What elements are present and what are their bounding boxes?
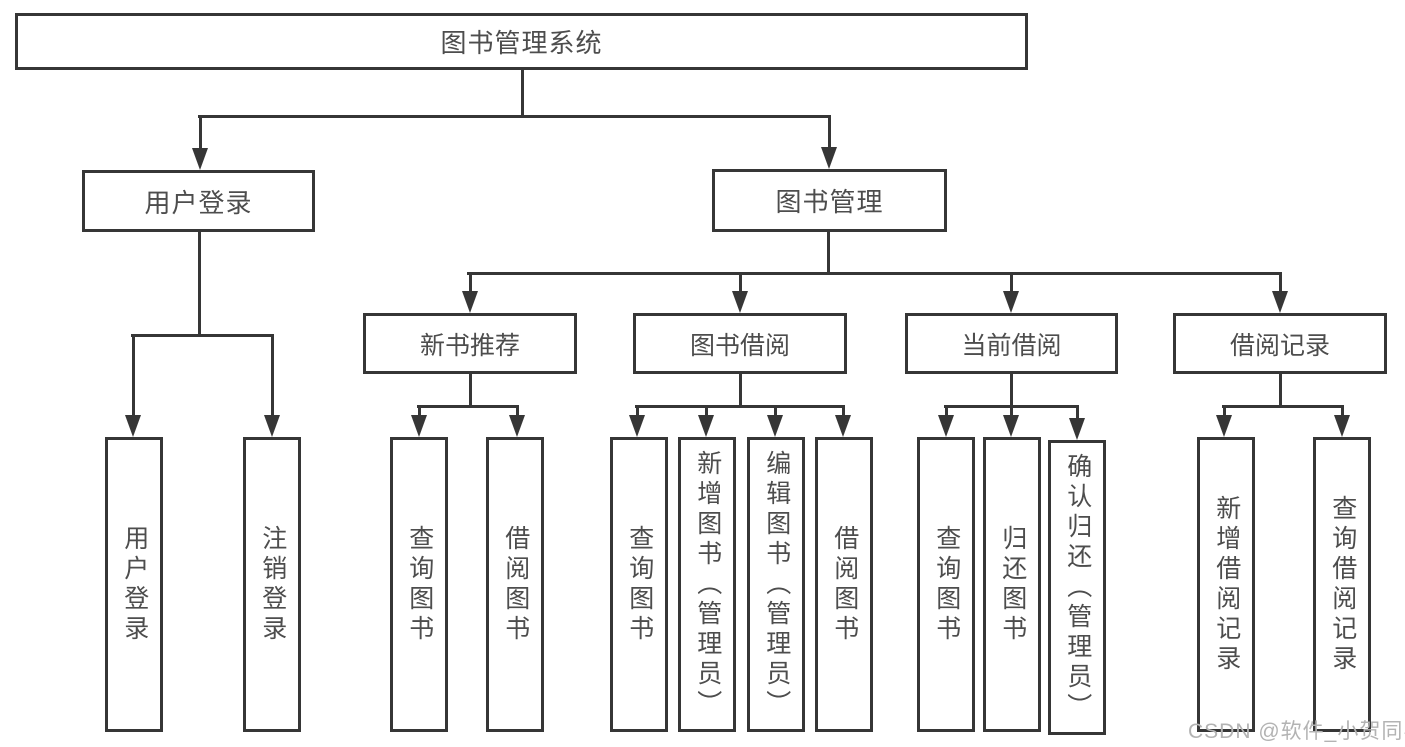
arrow-line — [1279, 273, 1282, 293]
arrow-head-icon — [821, 147, 837, 169]
arrow-line — [199, 116, 202, 150]
node-new-book-recommend: 新书推荐 — [363, 313, 577, 374]
node-leaf-add-books-admin: 新增图书（管理员） — [678, 437, 736, 732]
arrow-line — [1341, 406, 1344, 417]
arrow-line — [516, 406, 519, 417]
node-leaf-add-borrow-record: 新增借阅记录 — [1197, 437, 1255, 732]
arrow-line — [774, 406, 777, 417]
connector-bar — [198, 115, 831, 118]
node-leaf-edit-books-admin: 编辑图书（管理员） — [747, 437, 805, 732]
arrow-head-icon — [1272, 291, 1288, 313]
arrow-head-icon — [698, 415, 714, 437]
arrow-head-icon — [125, 415, 141, 437]
arrow-head-icon — [767, 415, 783, 437]
arrow-line — [945, 406, 948, 417]
arrow-line — [1076, 406, 1079, 420]
arrow-line — [705, 406, 708, 417]
connector-bar — [1222, 405, 1344, 408]
arrow-head-icon — [938, 415, 954, 437]
node-user-login: 用户登录 — [82, 170, 315, 232]
connector-stem — [827, 232, 830, 275]
arrow-line — [1010, 406, 1013, 417]
connector-stem — [469, 374, 472, 408]
arrow-line — [636, 406, 639, 417]
connector-bar — [635, 405, 845, 408]
connector-stem — [1279, 374, 1282, 408]
node-borrow-records: 借阅记录 — [1173, 313, 1387, 374]
arrow-head-icon — [411, 415, 427, 437]
node-book-borrow: 图书借阅 — [633, 313, 847, 374]
arrow-line — [739, 273, 742, 293]
arrow-line — [271, 335, 274, 417]
node-book-management: 图书管理 — [712, 169, 947, 232]
arrow-line — [1223, 406, 1226, 417]
connector-stem — [1010, 374, 1013, 408]
node-leaf-borrow-books: 借阅图书 — [486, 437, 544, 732]
arrow-line — [418, 406, 421, 417]
arrow-head-icon — [192, 148, 208, 170]
node-leaf-borrow-books-2: 借阅图书 — [815, 437, 873, 732]
node-current-borrow: 当前借阅 — [905, 313, 1118, 374]
node-leaf-query-books-2: 查询图书 — [610, 437, 668, 732]
node-leaf-return-books: 归还图书 — [983, 437, 1041, 732]
arrow-head-icon — [462, 291, 478, 313]
arrow-head-icon — [732, 291, 748, 313]
connector-stem — [521, 70, 524, 118]
arrow-head-icon — [835, 415, 851, 437]
arrow-head-icon — [1216, 415, 1232, 437]
arrow-head-icon — [1069, 418, 1085, 440]
node-leaf-query-books-3: 查询图书 — [917, 437, 975, 732]
csdn-watermark: CSDN @软件_小贺同学 — [1188, 720, 1405, 743]
connector-bar — [417, 405, 519, 408]
arrow-line — [828, 116, 831, 149]
arrow-head-icon — [629, 415, 645, 437]
arrow-head-icon — [509, 415, 525, 437]
arrow-head-icon — [1003, 415, 1019, 437]
arrow-head-icon — [1003, 291, 1019, 313]
arrow-line — [1010, 273, 1013, 293]
arrow-head-icon — [1334, 415, 1350, 437]
connector-stem — [198, 232, 201, 337]
node-leaf-confirm-return-admin: 确认归还（管理员） — [1048, 440, 1106, 735]
node-leaf-user-login: 用户登录 — [105, 437, 163, 732]
arrow-line — [469, 273, 472, 293]
node-library-management-system: 图书管理系统 — [15, 13, 1028, 70]
arrow-line — [132, 335, 135, 417]
connector-bar — [131, 334, 274, 337]
node-leaf-query-books: 查询图书 — [390, 437, 448, 732]
connector-bar — [467, 272, 1282, 275]
arrow-line — [842, 406, 845, 417]
node-leaf-logout: 注销登录 — [243, 437, 301, 732]
node-leaf-query-borrow-record: 查询借阅记录 — [1313, 437, 1371, 732]
arrow-head-icon — [264, 415, 280, 437]
connector-stem — [739, 374, 742, 408]
